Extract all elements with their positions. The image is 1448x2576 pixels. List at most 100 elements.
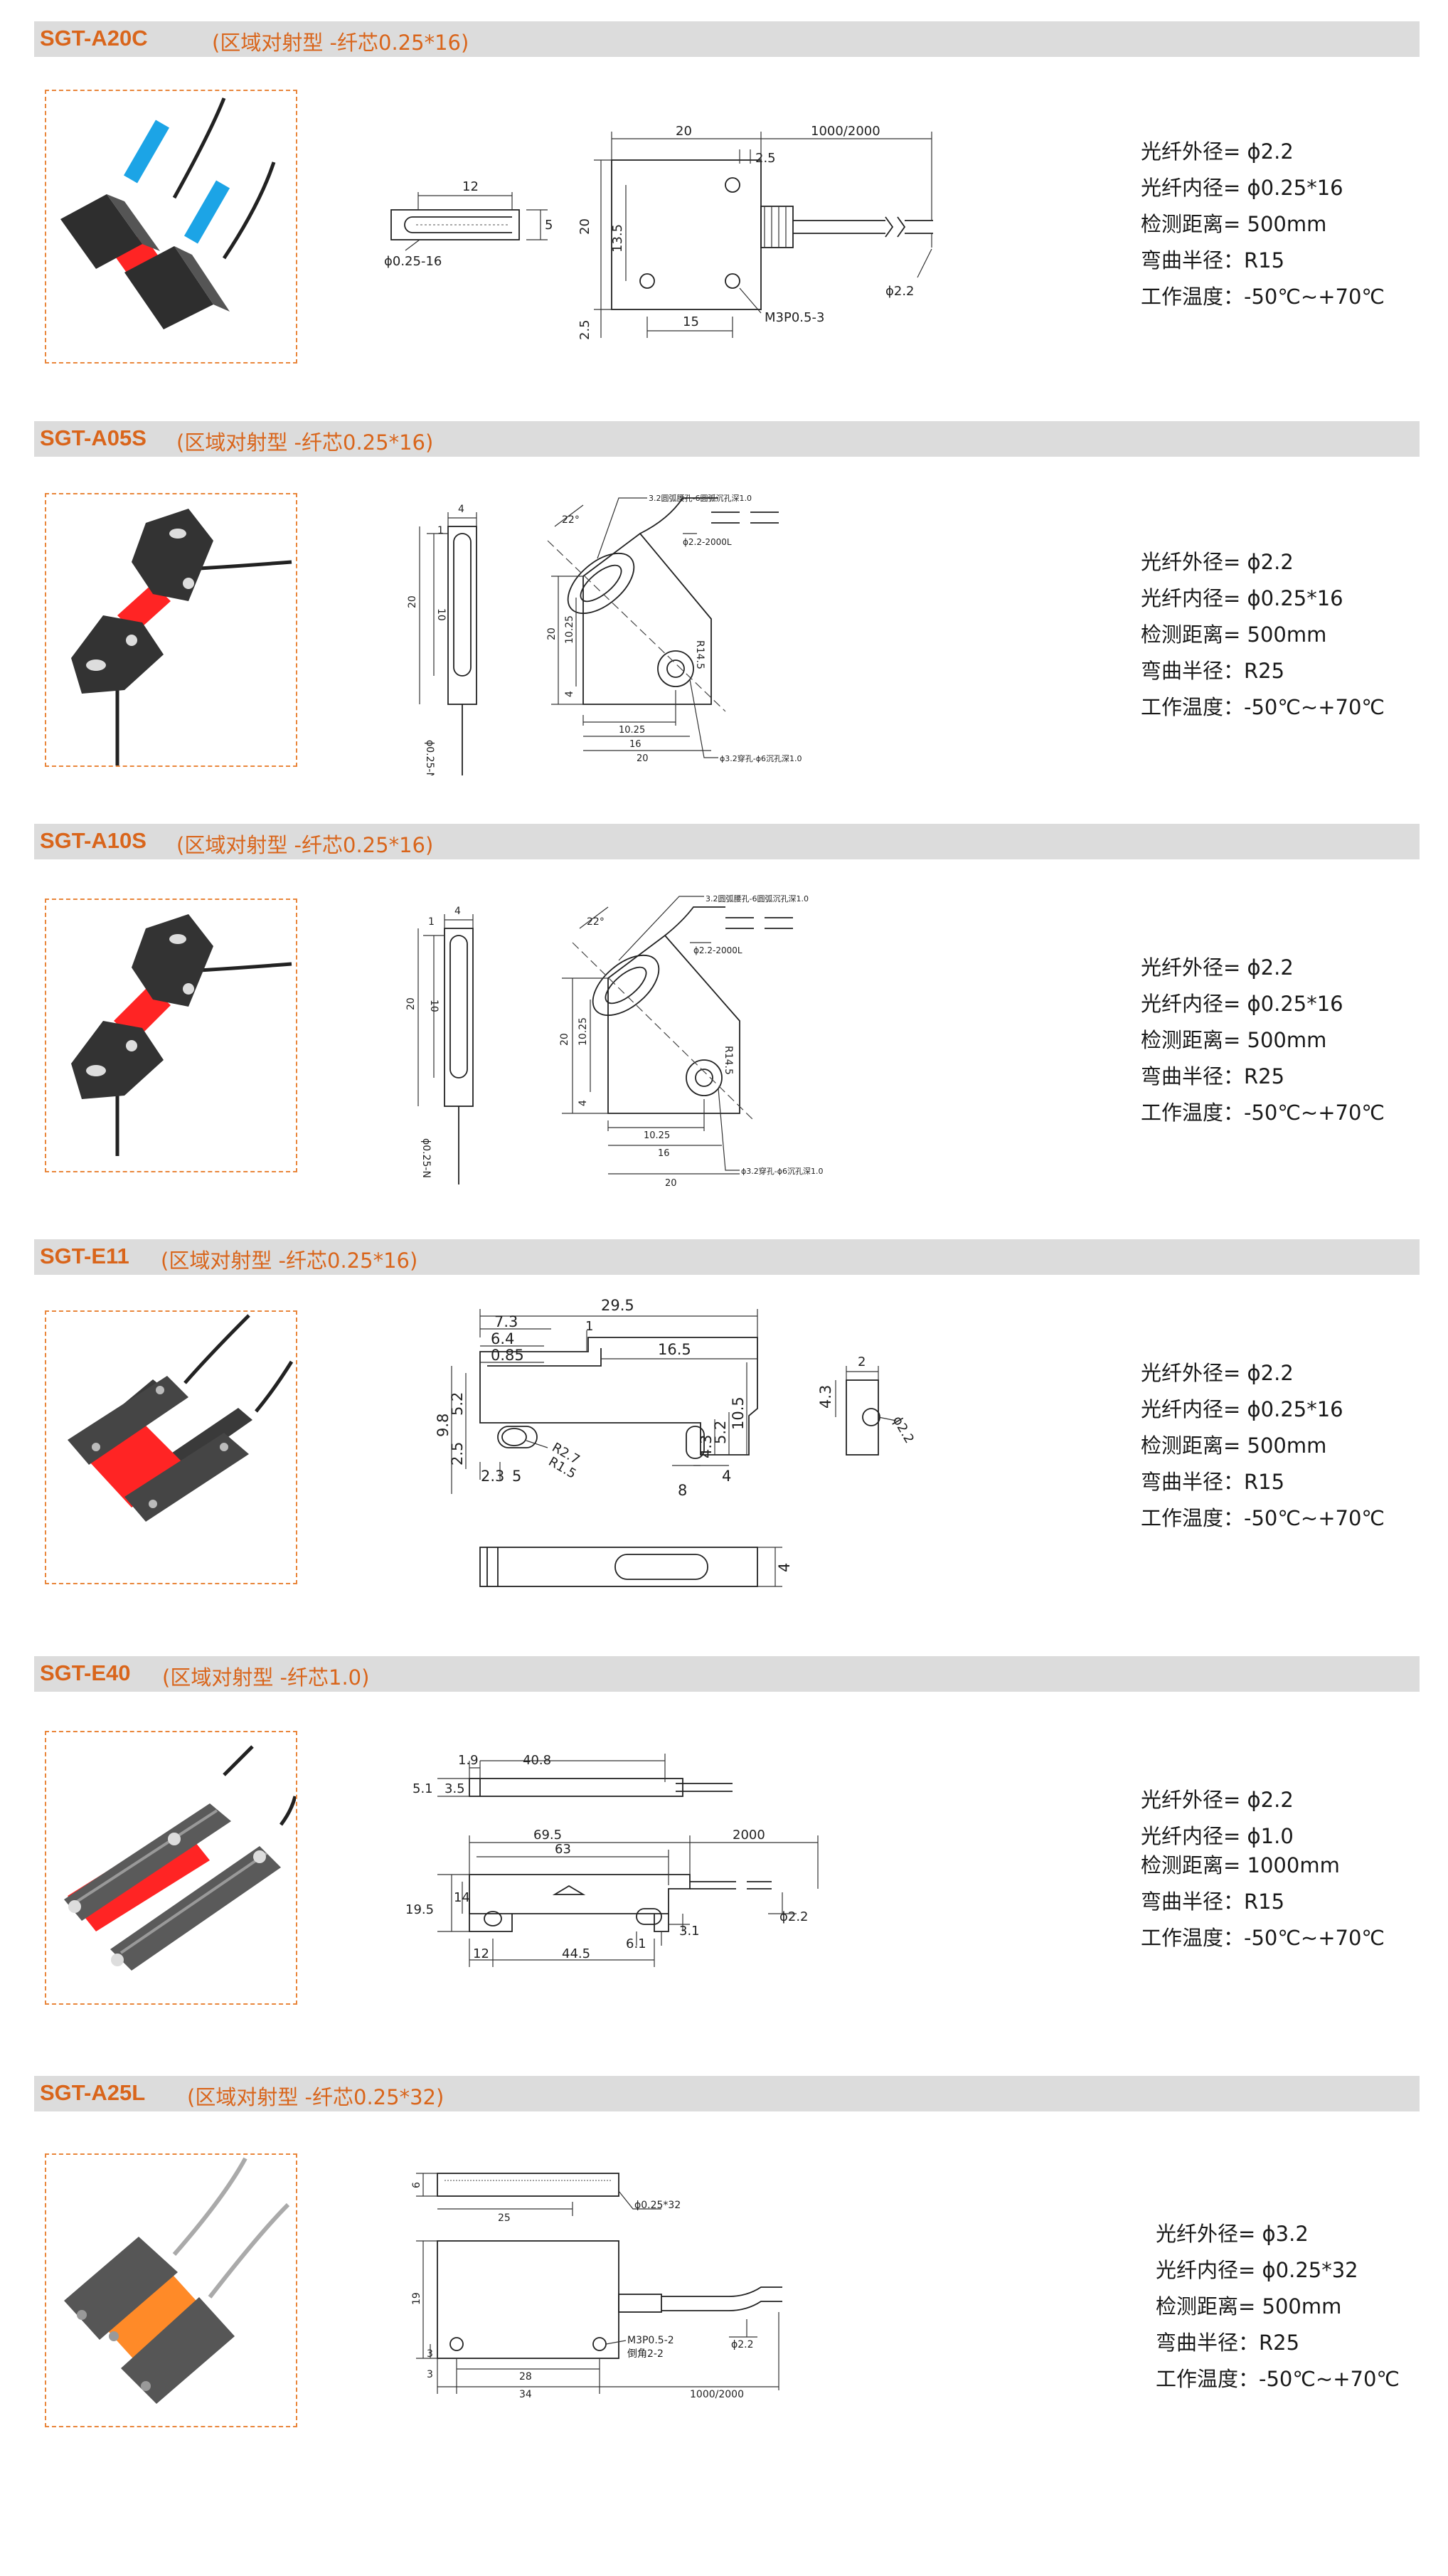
spec-fiber-inner-diameter: 光纤内径= ϕ0.25*16 <box>1141 992 1343 1016</box>
spec-fiber-outer-diameter: 光纤外径= ϕ2.2 <box>1141 1361 1294 1385</box>
dim-label: 16.5 <box>658 1341 691 1358</box>
spec-bend-radius: 弯曲半径：R25 <box>1141 659 1285 683</box>
dim-label: 2.5 <box>449 1442 466 1465</box>
technical-drawing: 12 5 ϕ0.25-16 20 1000/2000 2.5 20 13.5 2 <box>363 100 1060 356</box>
dim-label: 20 <box>405 997 417 1010</box>
product-photo <box>45 493 297 767</box>
dim-label: 6 <box>411 2182 422 2188</box>
dim-label: 34 <box>519 2389 532 2400</box>
dim-label: 5 <box>512 1468 521 1485</box>
spec-detection-distance: 检测距离= 500mm <box>1156 2294 1342 2318</box>
dim-label: 10 <box>435 608 447 621</box>
spec-fiber-outer-diameter: 光纤外径= ϕ3.2 <box>1156 2222 1309 2246</box>
model-name: SGT-E40 <box>40 1660 131 1685</box>
dim-label: 40.8 <box>523 1753 551 1768</box>
dim-label: 5.2 <box>712 1421 729 1444</box>
spec-list: 光纤外径= ϕ2.2 光纤内径= ϕ0.25*16 检测距离= 500mm 弯曲… <box>1141 134 1385 315</box>
dim-label: 1.9 <box>458 1753 479 1768</box>
spec-operating-temp: 工作温度：-50℃~+70℃ <box>1141 1101 1385 1125</box>
spec-fiber-inner-diameter: 光纤内径= ϕ0.25*16 <box>1141 176 1343 200</box>
dim-label: 20 <box>676 124 692 139</box>
dim-label: 2.5 <box>755 151 776 166</box>
dim-label: 19.5 <box>405 1902 434 1917</box>
dim-label: 10.25 <box>619 725 645 736</box>
section-header-bar: SGT-A25L (区域对射型 -纤芯0.25*32) <box>34 2076 1420 2111</box>
spec-operating-temp: 工作温度：-50℃~+70℃ <box>1141 695 1385 719</box>
dim-label: ϕ3.2穿孔-ϕ6沉孔深1.0 <box>720 753 802 763</box>
dim-label: 5 <box>545 218 553 233</box>
product-photo <box>45 1310 297 1584</box>
dim-label: 28 <box>519 2371 532 2382</box>
dim-label: 22° <box>562 514 580 526</box>
dim-label: ϕ2.2-2000L <box>693 945 742 955</box>
spec-detection-distance: 检测距离= 1000mm <box>1141 1853 1340 1877</box>
dim-label: 12 <box>462 179 479 194</box>
model-description: (区域对射型 -纤芯1.0) <box>162 1665 370 1690</box>
dim-label: 4 <box>564 691 575 697</box>
model-name: SGT-E11 <box>40 1244 129 1268</box>
spec-detection-distance: 检测距离= 500mm <box>1141 622 1327 647</box>
dim-label: 1000/2000 <box>811 124 880 139</box>
model-name: SGT-A25L <box>40 2080 146 2105</box>
dim-label: ϕ0.25*32 <box>634 2200 681 2211</box>
dim-label: M3P0.5-2 <box>627 2335 674 2346</box>
dim-label: 4.3 <box>698 1435 715 1458</box>
dim-label: 20 <box>546 627 558 640</box>
dim-label: ϕ0.25-16 <box>384 254 442 269</box>
dim-label: ϕ2.2 <box>890 1414 917 1446</box>
dim-label: 4 <box>454 906 461 917</box>
dim-label: 5.1 <box>412 1781 433 1796</box>
technical-drawing: 4 1 10 20 ϕ0.25-N 22° 3.2圆弧腰孔-6圆弧沉孔深1.0 … <box>384 491 967 775</box>
spec-bend-radius: 弯曲半径：R15 <box>1141 248 1285 272</box>
model-description: (区域对射型 -纤芯0.25*16) <box>176 833 434 857</box>
technical-drawing: 6 ϕ0.25*32 25 19 3 M3P0.5-2 倒角2-2 ϕ2.2 3… <box>384 2141 903 2426</box>
model-description: (区域对射型 -纤芯0.25*16) <box>212 31 469 55</box>
dim-label: 3 <box>427 2369 433 2380</box>
dim-label: 14 <box>454 1890 470 1905</box>
dim-label: 10.25 <box>564 615 575 644</box>
dim-label: R14.5 <box>723 1046 734 1075</box>
dim-label: 2.3 <box>481 1468 504 1485</box>
dim-label: 6.4 <box>491 1330 514 1347</box>
spec-fiber-outer-diameter: 光纤外径= ϕ2.2 <box>1141 139 1294 164</box>
dim-label: 4.3 <box>817 1385 834 1409</box>
dim-label: 12 <box>473 1946 489 1961</box>
dim-label: 2000 <box>733 1828 765 1843</box>
dim-label: 44.5 <box>562 1946 590 1961</box>
spec-fiber-outer-diameter: 光纤外径= ϕ2.2 <box>1141 550 1294 574</box>
dim-label: 7.3 <box>494 1313 518 1330</box>
dim-label: 16 <box>658 1148 670 1159</box>
product-photo <box>45 1731 297 2005</box>
model-description: (区域对射型 -纤芯0.25*32) <box>187 2085 444 2109</box>
dim-label: 10.25 <box>644 1130 670 1141</box>
dim-label: 20 <box>407 595 418 608</box>
section-header-bar: SGT-A10S (区域对射型 -纤芯0.25*16) <box>34 824 1420 859</box>
dim-label: 8 <box>678 1482 687 1499</box>
dim-label: 29.5 <box>601 1297 634 1314</box>
section-header-bar: SGT-E40 (区域对射型 -纤芯1.0) <box>34 1656 1420 1692</box>
dim-label: 1 <box>437 525 444 536</box>
dim-label: 3.5 <box>444 1781 465 1796</box>
dim-label: 20 <box>559 1033 570 1046</box>
dim-label: 4 <box>776 1563 793 1572</box>
dim-label: 4 <box>577 1100 589 1106</box>
model-description: (区域对射型 -纤芯0.25*16) <box>176 430 434 455</box>
spec-fiber-outer-diameter: 光纤外径= ϕ2.2 <box>1141 955 1294 980</box>
dim-label: 10 <box>428 1000 440 1012</box>
dim-label: 4 <box>722 1468 731 1485</box>
model-description: (区域对射型 -纤芯0.25*16) <box>161 1249 418 1273</box>
spec-operating-temp: 工作温度：-50℃~+70℃ <box>1156 2367 1400 2391</box>
dim-label: 3 <box>427 2348 433 2360</box>
dim-label: 2.5 <box>577 319 592 340</box>
spec-fiber-inner-diameter: 光纤内径= ϕ1.0 <box>1141 1824 1294 1848</box>
dim-label: 20 <box>637 753 649 764</box>
dim-label: 10.5 <box>730 1396 747 1430</box>
dim-label: 10.25 <box>577 1017 589 1046</box>
dim-label: 3.1 <box>679 1924 700 1939</box>
spec-bend-radius: 弯曲半径：R15 <box>1141 1470 1285 1494</box>
dim-label: 5.2 <box>449 1392 466 1416</box>
dim-label: 1 <box>585 1319 593 1334</box>
dim-label: ϕ0.25-N <box>420 1138 432 1178</box>
dim-label: 22° <box>587 916 605 928</box>
spec-detection-distance: 检测距离= 500mm <box>1141 1433 1327 1458</box>
